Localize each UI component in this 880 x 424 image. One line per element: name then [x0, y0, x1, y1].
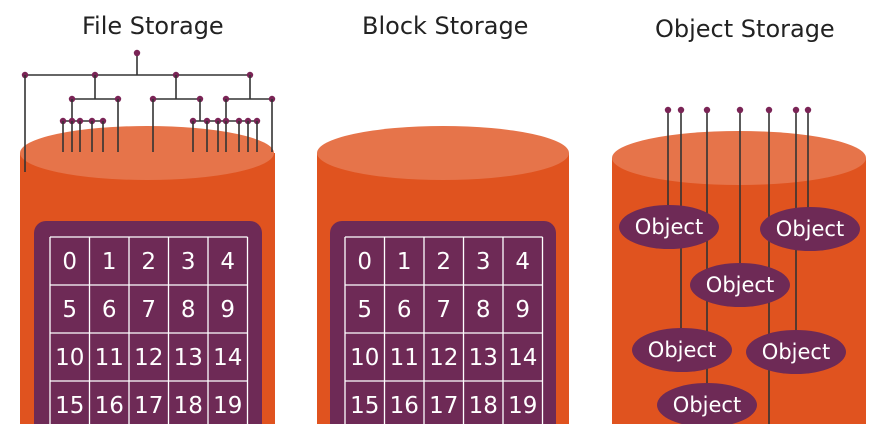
block-block-number: 11: [390, 345, 419, 371]
file-block-number: 13: [174, 345, 203, 371]
block-block-number: 17: [429, 393, 458, 419]
block-block-number: 9: [515, 297, 530, 323]
object-label: Object: [706, 273, 774, 297]
object-label: Object: [648, 338, 716, 362]
block-block-number: 1: [397, 249, 412, 275]
object-node: [664, 106, 672, 114]
object-ellipse: [690, 263, 790, 307]
file-block-number: 15: [55, 393, 84, 419]
file-block-number: 5: [62, 297, 77, 323]
object-ellipse: [632, 328, 732, 372]
block-block-number: 16: [390, 393, 419, 419]
file-block-number: 9: [220, 297, 235, 323]
object-ellipse: [657, 383, 757, 424]
file-block-number: 3: [181, 249, 196, 275]
object-cylinder-top: [612, 131, 866, 185]
block-block-number: 18: [469, 393, 498, 419]
object-label: Object: [776, 217, 844, 241]
file-block-number: 6: [102, 297, 117, 323]
block-block-number: 12: [429, 345, 458, 371]
block-block-number: 7: [436, 297, 451, 323]
file-grid-panel: [34, 221, 262, 424]
object-label: Object: [762, 340, 830, 364]
file-block-number: 16: [95, 393, 124, 419]
object-label: Object: [673, 393, 741, 417]
file-storage-title: File Storage: [82, 12, 224, 40]
file-block-number: 8: [181, 297, 196, 323]
file-cylinder-top: [20, 126, 274, 180]
file-block-number: 14: [213, 345, 242, 371]
file-block-number: 18: [174, 393, 203, 419]
block-cylinder-top: [317, 126, 569, 180]
object-node: [792, 106, 800, 114]
tree-node: [133, 49, 141, 57]
block-block-number: 4: [515, 249, 530, 275]
file-hierarchy-tree: [21, 49, 276, 172]
block-grid-panel: [330, 221, 556, 424]
block-storage-title: Block Storage: [362, 12, 529, 40]
object-label: Object: [635, 215, 703, 239]
file-block-number: 19: [213, 393, 242, 419]
file-block-number: 2: [141, 249, 156, 275]
object-node: [703, 106, 711, 114]
file-block-number: 10: [55, 345, 84, 371]
file-block-number: 12: [134, 345, 163, 371]
block-block-number: 19: [508, 393, 537, 419]
file-block-number: 7: [141, 297, 156, 323]
object-ellipse: [746, 330, 846, 374]
object-node: [677, 106, 685, 114]
object-ellipse: [619, 205, 719, 249]
file-block-number: 17: [134, 393, 163, 419]
object-node: [765, 106, 773, 114]
file-block-number: 0: [62, 249, 77, 275]
block-block-number: 13: [469, 345, 498, 371]
block-block-number: 0: [357, 249, 372, 275]
file-block-number: 11: [95, 345, 124, 371]
block-block-number: 14: [508, 345, 537, 371]
block-block-number: 5: [357, 297, 372, 323]
block-block-number: 8: [476, 297, 491, 323]
block-block-number: 2: [436, 249, 451, 275]
block-block-number: 3: [476, 249, 491, 275]
object-storage-title: Object Storage: [655, 15, 835, 43]
file-block-number: 1: [102, 249, 117, 275]
object-node: [804, 106, 812, 114]
file-block-number: 4: [220, 249, 235, 275]
block-block-number: 6: [397, 297, 412, 323]
block-block-number: 10: [350, 345, 379, 371]
block-block-number: 15: [350, 393, 379, 419]
object-ellipse: [760, 207, 860, 251]
object-node: [736, 106, 744, 114]
